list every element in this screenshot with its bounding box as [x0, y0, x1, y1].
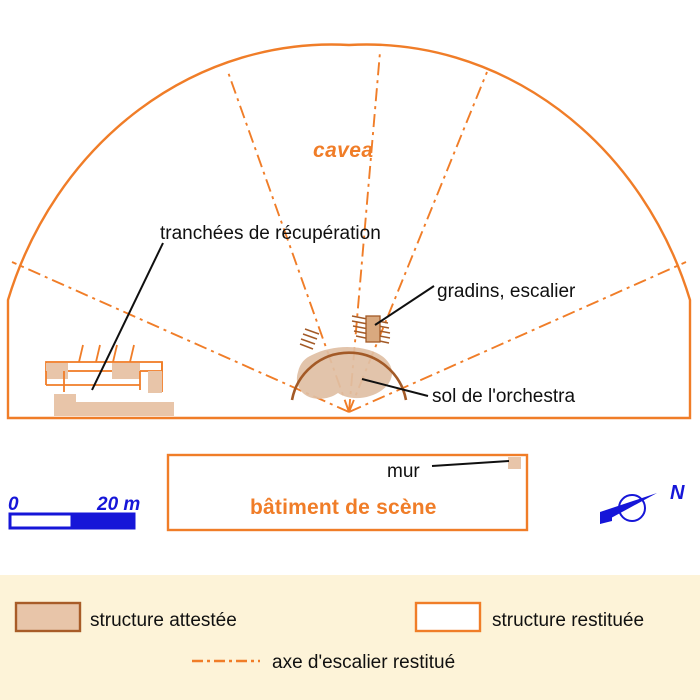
legend-label-structure-restituee: structure restituée: [492, 610, 645, 631]
cavea-label: cavea: [313, 139, 374, 162]
trench-tick-marks: [78, 344, 135, 363]
leader-sol: [361, 378, 429, 397]
mur-attested-block: [508, 457, 521, 469]
cavea-outline: [6, 43, 692, 420]
legend-swatch-structure-restituee: [414, 601, 482, 633]
scene-building-rect: [166, 453, 529, 532]
leader-lines: [91, 242, 510, 467]
trench-attested-corner: [148, 371, 162, 393]
trench-outline-lower: [45, 362, 163, 392]
orchestra-group: [290, 347, 408, 401]
compass-group: [600, 493, 657, 524]
trench-attested-mass: [54, 394, 174, 416]
gradins-left: [299, 328, 320, 350]
orchestra-arc: [290, 351, 408, 401]
stair-axis-left-outer: [11, 261, 350, 413]
leader-gradins: [374, 285, 435, 326]
scale-bar-group: [8, 512, 136, 530]
gradins-escalier-group: [299, 315, 391, 350]
scene-building-label: bâtiment de scène: [250, 496, 437, 519]
compass-north-label: N: [670, 482, 685, 504]
trench-attested-west: [46, 363, 68, 379]
gradins-right: [351, 315, 391, 344]
annotation-sol-orchestra: sol de l'orchestra: [432, 386, 576, 407]
legend-label-structure-attestee: structure attestée: [90, 610, 237, 631]
legend-swatch-structure-attestee: [14, 601, 82, 633]
trench-attested-east: [112, 363, 140, 379]
stair-axis-right-outer: [348, 261, 687, 413]
compass-ring: [618, 494, 646, 522]
gradins-attested-block: [365, 315, 381, 343]
annotation-gradins: gradins, escalier: [437, 281, 576, 302]
compass-needle-tail: [600, 512, 612, 524]
annotation-tranchees: tranchées de récupération: [160, 223, 381, 244]
scale-bar-end-label: 20 m: [97, 494, 141, 515]
leader-mur: [431, 460, 510, 467]
scene-building-group: [166, 453, 529, 532]
scale-bar-segment-blue: [70, 512, 136, 530]
leader-tranchees: [91, 242, 164, 391]
scale-bar-start-label: 0: [8, 494, 19, 515]
legend-label-axe-escalier: axe d'escalier restitué: [272, 652, 456, 673]
annotation-mur: mur: [387, 461, 420, 482]
legend-background: [0, 575, 700, 700]
